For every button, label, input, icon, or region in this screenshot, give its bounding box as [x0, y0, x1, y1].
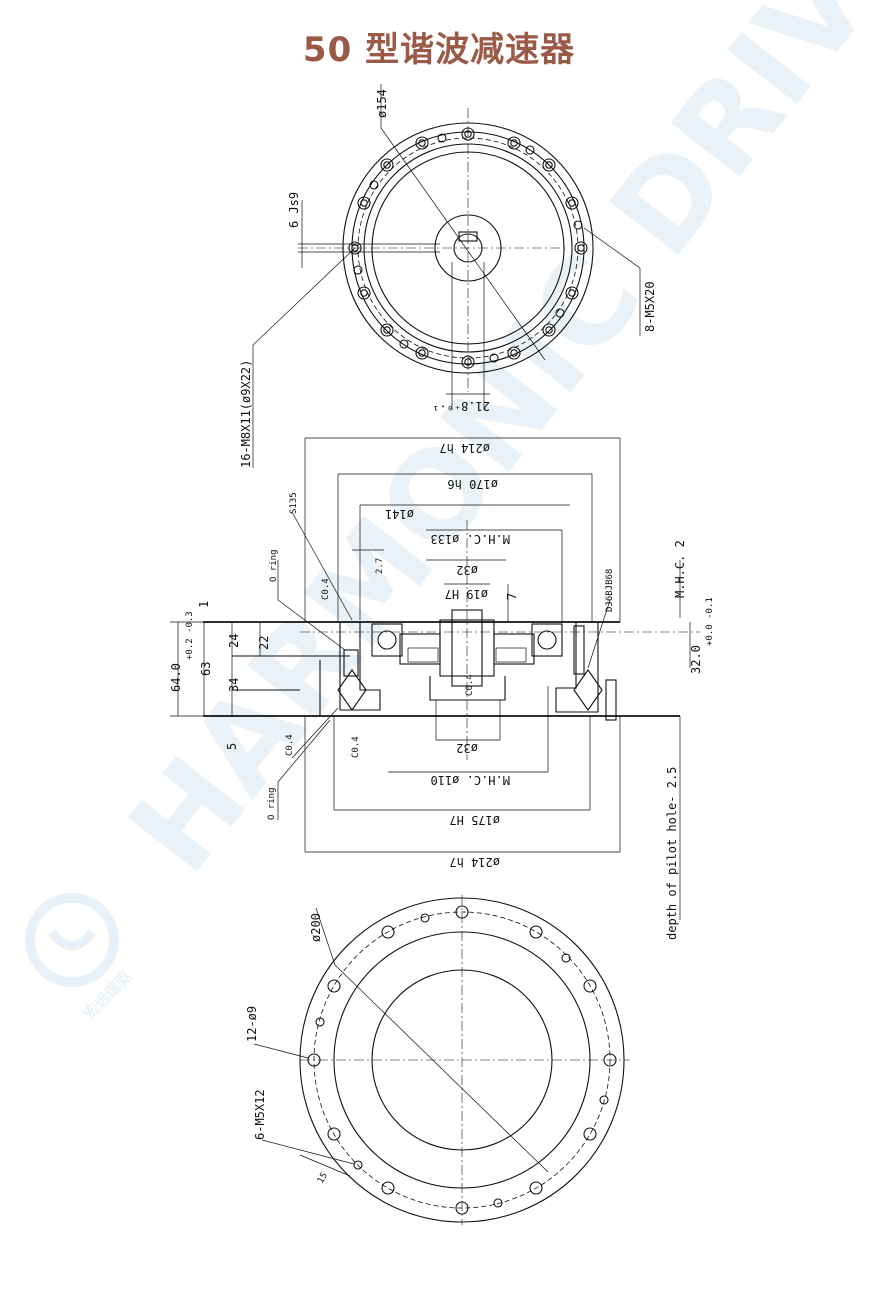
top-js9: 6 Js9 [287, 192, 301, 228]
top-m8-label: 16-M8X11(ø9X22) [239, 360, 253, 468]
sec-oring-bottom: O ring [267, 787, 277, 820]
sec-dim-27: 2.7 [375, 558, 385, 574]
sec-dim-34: 34 [227, 678, 241, 692]
top-view: ø154 6 Js9 21.8⁺⁰·¹ 8-M5X20 16-M8X11(ø9X… [239, 84, 657, 468]
bottom-m5-holes [315, 913, 609, 1208]
sec-mhc133: M.H.C. ø133 [431, 532, 510, 546]
sec-mhc2: M.H.C. 2 [673, 540, 687, 598]
sec-dim-32: 32.0 [689, 645, 703, 674]
bottom-holes-12 [307, 905, 617, 1215]
sec-pilot: depth of pilot hole- 2.5 [665, 767, 679, 940]
sec-dim-32-tol: +0.0 -0.1 [705, 597, 715, 646]
page-title: 50 型谐波减速器 [302, 30, 576, 70]
sec-dim-63: 63 [199, 662, 213, 676]
bottom-view: ø200 12-ø9 6-M5X12 15 [245, 895, 630, 1225]
sec-d214-bottom: ø214 h7 [449, 855, 500, 869]
bottom-m5x12-label: 6-M5X12 [253, 1089, 267, 1140]
sec-dim-64: 64.0 [169, 663, 183, 692]
m8-bolt-holes [348, 127, 588, 369]
sec-c04-a: C0.4 [321, 578, 331, 600]
top-dia-154: ø154 [375, 89, 389, 118]
sec-d32-top: ø32 [456, 563, 478, 577]
top-keyway: 21.8⁺⁰·¹ [432, 399, 490, 413]
sec-bearing: DJ6BJB68 [605, 569, 615, 612]
sec-d141: ø141 [385, 507, 414, 521]
sec-s135: S135 [289, 492, 299, 514]
m5-holes [353, 133, 583, 363]
sec-d214-top: ø214 h7 [439, 441, 490, 455]
sec-dim-5: 5 [225, 743, 239, 750]
bottom-dia-200: ø200 [309, 913, 323, 942]
sec-dim-64-tol: +0.2 -0.3 [185, 611, 195, 660]
section-view: ø214 h7 ø170 h6 S135 ø141 M.H.C. ø133 ø3… [169, 437, 715, 940]
sec-d175: ø175 H7 [449, 813, 500, 827]
sec-d32-bottom: ø32 [456, 741, 478, 755]
bottom-dim-15: 15 [316, 1171, 330, 1185]
sec-dim-7: 7 [505, 593, 519, 600]
sec-c04-c: C0.4 [351, 736, 361, 758]
top-m5-label: 8-M5X20 [643, 281, 657, 332]
sec-d170: ø170 h6 [447, 477, 498, 491]
watermark-logo: 宏远谐驱 [25, 893, 135, 1023]
sec-dim-1: 1 [197, 601, 211, 608]
sec-mhc110: M.H.C. ø110 [431, 773, 510, 787]
sec-d19: ø19 H7 [445, 587, 488, 601]
sec-oring-top: O ring [269, 549, 279, 582]
sec-c04-d: C0.4 [465, 674, 475, 696]
sec-c04-b: C0.4 [285, 734, 295, 756]
sec-dim-22: 22 [257, 636, 271, 650]
sec-dim-24: 24 [227, 634, 241, 648]
bottom-holes-12-label: 12-ø9 [245, 1006, 259, 1042]
